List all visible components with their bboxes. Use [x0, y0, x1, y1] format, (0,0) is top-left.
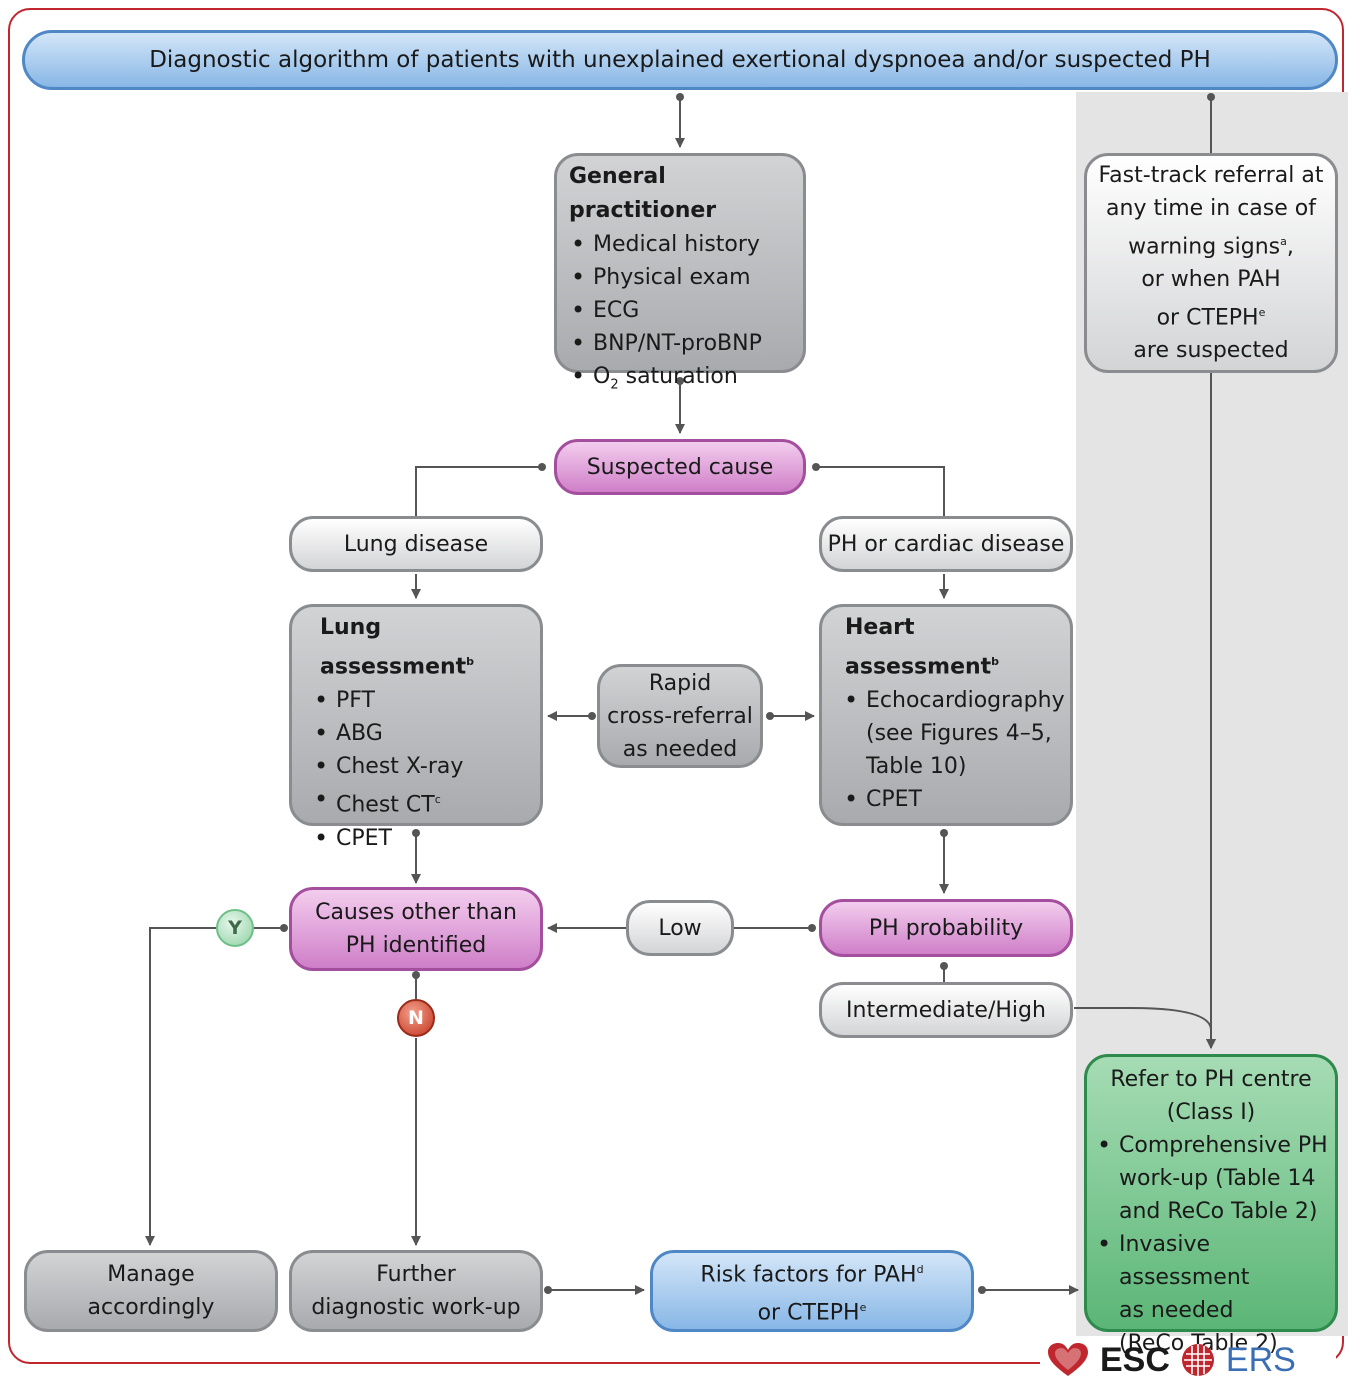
arrow-yes-to-manage — [150, 927, 284, 1245]
list-item: ECG — [569, 294, 803, 327]
refer-centre-list: Comprehensive PH work-up (Table 14 and R… — [1095, 1129, 1335, 1360]
gp-list: Medical history Physical exam ECG BNP/NT… — [569, 228, 803, 401]
list-item: Chest X-ray — [312, 750, 540, 783]
list-item: CPET — [312, 822, 540, 855]
fast-track-line: Fast-track referral at — [1098, 162, 1324, 188]
list-item: PFT — [312, 684, 540, 717]
list-item-echocardiography: Echocardiography (see Figures 4–5, Table… — [842, 684, 1070, 783]
cross-referral-box: Rapid cross-referral as needed — [597, 664, 763, 768]
gp-heading: General practitioner — [569, 164, 717, 223]
fast-track-line: are suspected — [1133, 338, 1289, 364]
causes-other-box: Causes other than PH identified — [289, 887, 543, 971]
esc-heart-icon — [1048, 1343, 1088, 1376]
ph-probability-box: PH probability — [819, 899, 1073, 957]
refer-ph-centre-box: Refer to PH centre (Class I) Comprehensi… — [1084, 1054, 1338, 1356]
fast-track-line: or CTEPHe — [1156, 305, 1266, 331]
fast-track-line: warning signsa, — [1128, 234, 1294, 259]
list-item: Physical exam — [569, 261, 803, 294]
heart-assessment-box: Heart assessmentb Echocardiography (see … — [819, 604, 1073, 826]
cardiac-disease-box: PH or cardiac disease — [819, 516, 1073, 572]
no-badge: N — [397, 999, 435, 1037]
heart-assessment-list: Echocardiography (see Figures 4–5, Table… — [842, 684, 1070, 816]
lung-assessment-heading: Lung assessmentb — [320, 615, 475, 680]
ers-globe-icon — [1181, 1344, 1214, 1376]
ers-text: ERS — [1225, 1340, 1296, 1379]
further-workup-box: Further diagnostic work-up — [289, 1250, 543, 1332]
fast-track-line: any time in case of — [1106, 195, 1316, 221]
list-item-chest-ct: Chest CTc — [312, 783, 540, 821]
fast-track-line: or when PAH — [1141, 267, 1281, 292]
list-item: BNP/NT-proBNP — [569, 327, 803, 360]
intermediate-high-box: Intermediate/High — [819, 982, 1073, 1038]
line-cause-to-lung — [415, 466, 542, 516]
lung-assessment-list: PFT ABG Chest X-ray Chest CTc CPET — [312, 684, 540, 854]
list-item-o2-saturation: O2 saturation — [569, 360, 803, 401]
suspected-cause-box: Suspected cause — [554, 439, 806, 495]
manage-accordingly-box: Manage accordingly — [24, 1250, 278, 1332]
title-text: Diagnostic algorithm of patients with un… — [149, 46, 1211, 73]
list-item: CPET — [842, 783, 1070, 816]
fast-track-box: Fast-track referral at any time in case … — [1084, 153, 1338, 373]
yes-badge: Y — [216, 909, 254, 947]
list-item-comprehensive: Comprehensive PH work-up (Table 14 and R… — [1095, 1129, 1335, 1228]
title-banner: Diagnostic algorithm of patients with un… — [22, 30, 1338, 90]
low-box: Low — [626, 900, 734, 956]
line-cause-to-cardiac — [816, 466, 945, 516]
esc-ers-logo: ESC ERS — [1046, 1340, 1296, 1379]
list-item-invasive: Invasive assessment as needed (ReCo Tabl… — [1095, 1228, 1335, 1360]
list-item: ABG — [312, 717, 540, 750]
list-item: Medical history — [569, 228, 803, 261]
heart-assessment-heading: Heart assessmentb — [845, 615, 1000, 680]
esc-text: ESC — [1100, 1340, 1170, 1379]
lung-disease-box: Lung disease — [289, 516, 543, 572]
arrow-intermediate-to-refer — [1074, 1007, 1216, 1049]
risk-factors-box: Risk factors for PAHd or CTEPHe — [650, 1250, 974, 1332]
general-practitioner-box: General practitioner Medical history Phy… — [554, 153, 806, 393]
lung-assessment-box: Lung assessmentb PFT ABG Chest X-ray Che… — [289, 604, 543, 855]
